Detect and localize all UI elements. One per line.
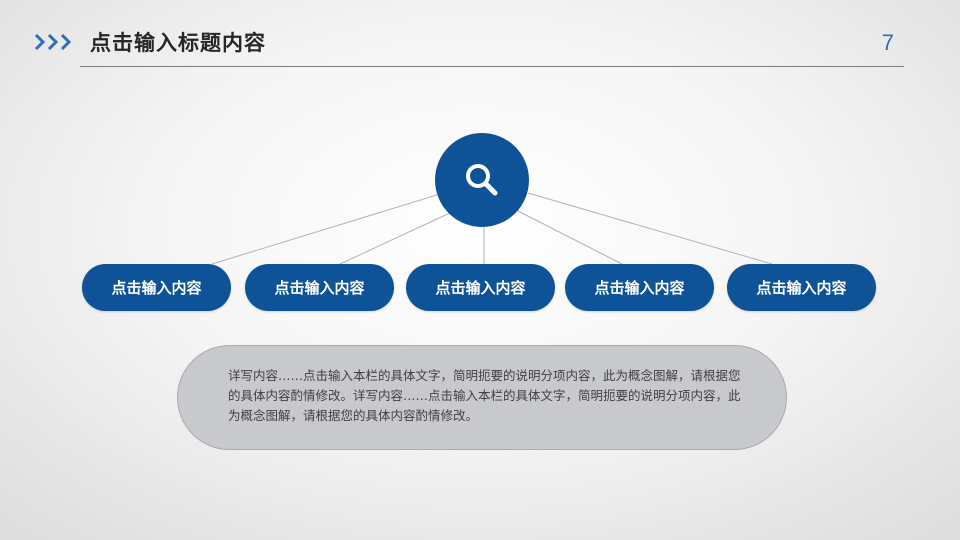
connector-line-1 — [211, 193, 441, 265]
connector-line-2 — [339, 211, 453, 265]
content-item-2[interactable]: 点击输入内容 — [245, 264, 394, 311]
connector-line-5 — [527, 192, 773, 265]
search-icon — [466, 164, 498, 196]
triple-chevron-right-icon — [34, 33, 72, 51]
header-divider — [80, 66, 904, 67]
connector-line-4 — [515, 209, 623, 265]
description-box: 详写内容……点击输入本栏的具体文字，简明扼要的说明分项内容，此为概念图解，请根据… — [177, 345, 787, 450]
page-title: 点击输入标题内容 — [90, 31, 266, 55]
content-item-1[interactable]: 点击输入内容 — [82, 264, 231, 311]
hub-circle — [435, 133, 529, 227]
content-item-3[interactable]: 点击输入内容 — [406, 264, 555, 311]
content-item-4[interactable]: 点击输入内容 — [565, 264, 714, 311]
page-number: 7 — [881, 30, 894, 55]
content-item-5[interactable]: 点击输入内容 — [727, 264, 876, 311]
description-text[interactable]: 详写内容……点击输入本栏的具体文字，简明扼要的说明分项内容，此为概念图解，请根据… — [228, 368, 741, 423]
